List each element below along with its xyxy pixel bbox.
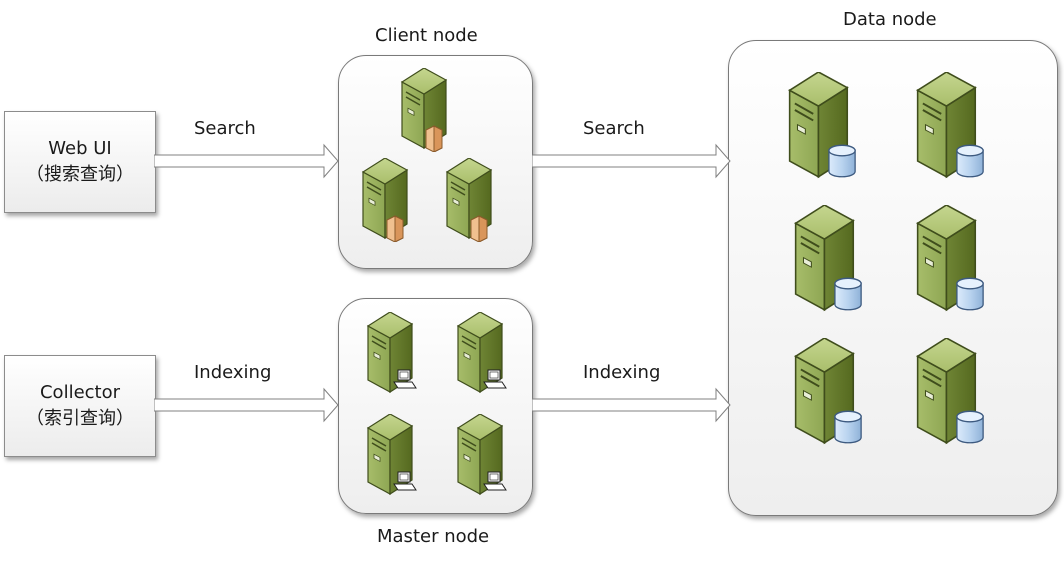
collector-box: Collector （索引查询） bbox=[4, 355, 156, 457]
indexing-edge-label-2: Indexing bbox=[583, 362, 661, 383]
data-server-icon bbox=[788, 72, 856, 178]
web-ui-label: Web UI bbox=[48, 138, 112, 159]
client-node-label: Client node bbox=[375, 25, 478, 46]
arrow-master-to-data bbox=[532, 387, 731, 423]
search-edge-label-1: Search bbox=[194, 118, 256, 139]
web-ui-box: Web UI （搜索查询） bbox=[4, 111, 156, 213]
client-server-icon bbox=[362, 158, 408, 242]
data-server-icon bbox=[916, 72, 984, 178]
client-server-icon bbox=[401, 68, 447, 152]
data-server-icon bbox=[916, 338, 984, 444]
search-edge-label-2: Search bbox=[583, 118, 645, 139]
master-server-icon bbox=[457, 414, 507, 495]
collector-label: Collector bbox=[39, 382, 121, 403]
data-server-icon bbox=[794, 205, 862, 311]
data-server-icon bbox=[916, 205, 984, 311]
data-node-label: Data node bbox=[843, 9, 937, 30]
collector-sublabel: （索引查询） bbox=[26, 408, 134, 429]
indexing-edge-label-1: Indexing bbox=[194, 362, 272, 383]
master-server-icon bbox=[457, 312, 507, 393]
master-server-icon bbox=[367, 414, 417, 495]
web-ui-sublabel: （搜索查询） bbox=[26, 164, 134, 185]
arrow-webui-to-client bbox=[154, 143, 339, 179]
data-server-icon bbox=[794, 338, 862, 444]
client-server-icon bbox=[446, 158, 492, 242]
arrow-client-to-data bbox=[532, 143, 731, 179]
master-server-icon bbox=[367, 312, 417, 393]
arrow-collector-to-master bbox=[154, 387, 339, 423]
data-node-group bbox=[728, 40, 1058, 516]
master-node-label: Master node bbox=[377, 526, 490, 547]
